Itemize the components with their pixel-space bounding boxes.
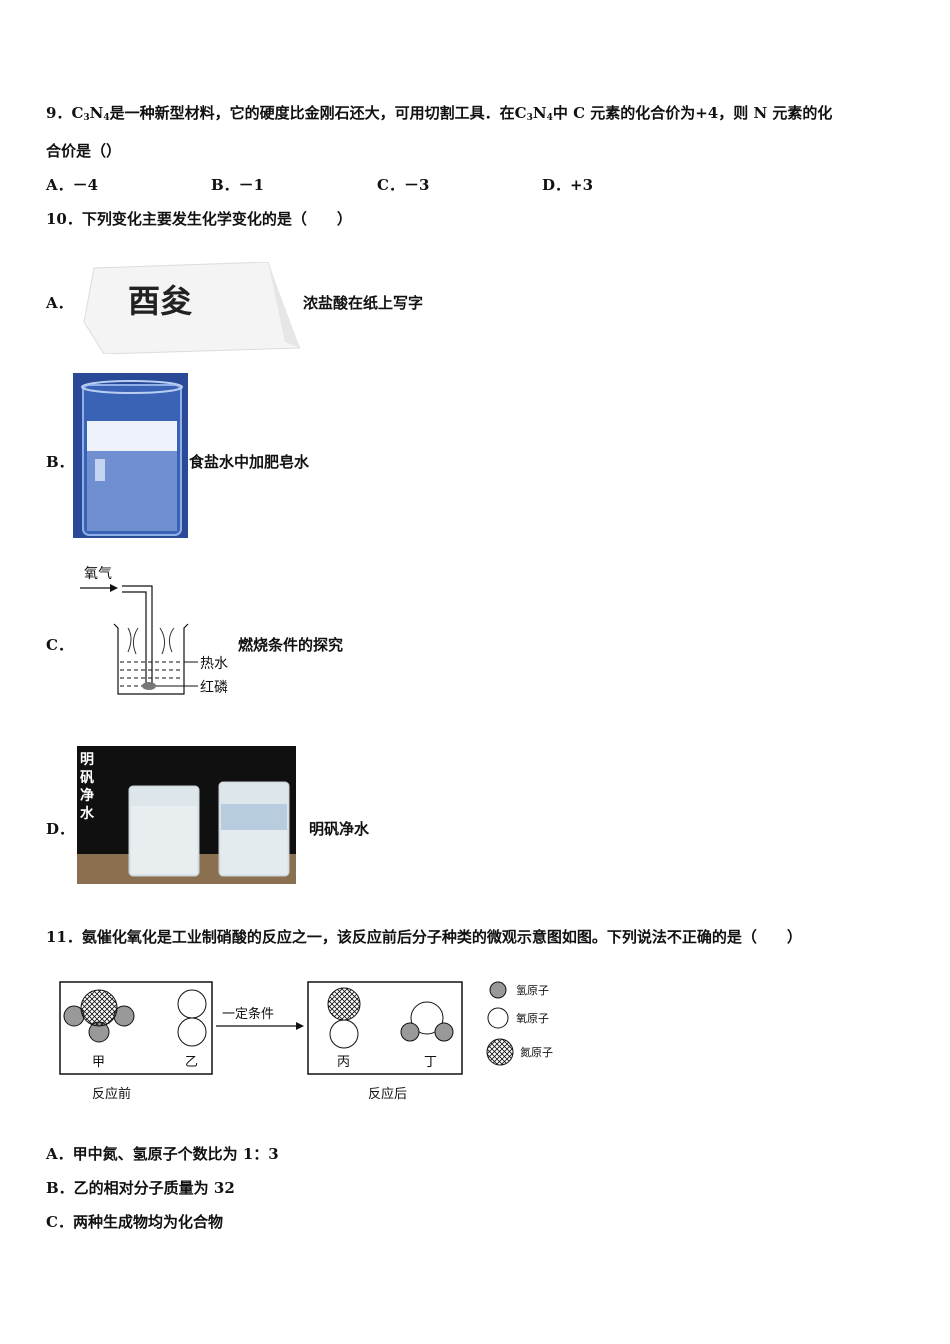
q9-option-b: B．－1	[211, 176, 265, 194]
formula-n-2: N	[532, 104, 547, 122]
reaction-diagram: 甲 乙 一定条件 丙 丁 反应前 反应后 氢原子 氧原子 氮原子	[52, 974, 572, 1104]
q9-line1: 9．C3N4是一种新型材料，它的硬度比金刚石还大，可用切割工具．在C3N4中 C…	[46, 102, 832, 123]
before-label: 反应前	[92, 1086, 131, 1102]
legend-hydrogen: 氢原子	[516, 983, 549, 997]
q9-line2: 合价是（）	[46, 142, 122, 160]
alum-label-1: 明	[80, 752, 94, 768]
formula-c-2: C	[514, 104, 527, 122]
q11-option-b: B．乙的相对分子质量为 32	[46, 1179, 235, 1197]
q10-option-a-caption: 浓盐酸在纸上写字	[303, 294, 424, 312]
alum-label-4: 水	[80, 805, 95, 822]
legend-oxygen: 氧原子	[516, 1011, 549, 1025]
q10-option-b-caption: 食盐水中加肥皂水	[189, 453, 310, 471]
hot-water-label: 热水	[200, 656, 228, 672]
jia-label: 甲	[92, 1055, 105, 1070]
after-label: 反应后	[368, 1086, 407, 1102]
alum-label-2: 矾	[80, 770, 94, 786]
paper-writing-text: 酉夋	[128, 282, 193, 320]
q10-stem: 10．下列变化主要发生化学变化的是（ ）	[46, 210, 352, 228]
yi-label: 乙	[185, 1055, 198, 1070]
q10-option-b-letter: B．	[46, 453, 74, 471]
q9-option-a: A．－4	[46, 176, 99, 194]
q9-number: 9．	[46, 104, 72, 122]
q10-option-c-letter: C．	[46, 636, 73, 654]
q9-option-c: C．－3	[377, 176, 430, 194]
q10-option-c-caption: 燃烧条件的探究	[238, 636, 344, 654]
q11-stem: 11．氨催化氧化是工业制硝酸的反应之一，该反应前后分子种类的微观示意图如图。下列…	[46, 928, 802, 946]
alum-purification-image: 明 矾 净 水	[77, 746, 296, 884]
ding-label: 丁	[424, 1055, 437, 1070]
soap-beaker-image	[73, 373, 188, 538]
combustion-apparatus-image: 氧气 热水 红磷	[80, 562, 240, 702]
formula-sub-3-2: 3	[526, 113, 533, 123]
q10-option-d-caption: 明矾净水	[309, 820, 370, 838]
q11-option-c: C．两种生成物均为化合物	[46, 1213, 223, 1231]
oxygen-label: 氧气	[84, 566, 112, 582]
alum-label-3: 净	[80, 787, 94, 804]
formula-sub-4: 4	[103, 113, 110, 123]
formula-c: C	[71, 104, 84, 122]
formula-sub-4-2: 4	[546, 113, 553, 123]
bing-label: 丙	[337, 1055, 350, 1070]
formula-n: N	[89, 104, 104, 122]
legend-nitrogen: 氮原子	[520, 1045, 553, 1059]
red-phosphorus-label: 红磷	[200, 680, 228, 696]
formula-sub-3: 3	[83, 113, 90, 123]
condition-label: 一定条件	[222, 1006, 274, 1022]
paper-writing-image: 酉夋	[80, 261, 301, 355]
q11-option-a: A．甲中氮、氢原子个数比为 1：3	[46, 1145, 279, 1163]
q10-option-a-letter: A．	[46, 294, 73, 312]
q9-options: A．－4 B．－1 C．－3 D．+3	[0, 174, 950, 194]
q9-text-b: 中 C 元素的化合价为+4，则 N 元素的化	[552, 104, 833, 122]
q10-option-d-letter: D．	[46, 820, 75, 838]
q9-text-a: 是一种新型材料，它的硬度比金刚石还大，可用切割工具．在	[109, 104, 515, 122]
q9-option-d: D．+3	[542, 176, 594, 194]
